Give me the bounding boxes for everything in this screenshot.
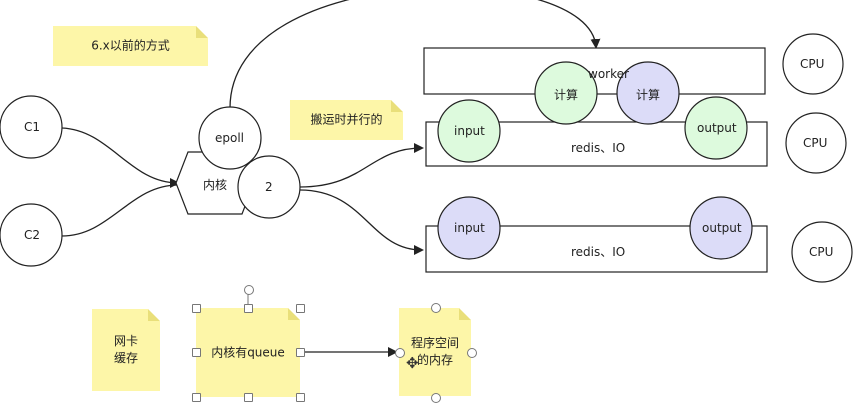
cpu-label-3: CPU [809, 245, 834, 259]
sticky-note-text: 6.x以前的方式 [91, 38, 170, 53]
two-node [237, 155, 301, 219]
resize-handle-bottom-mid[interactable] [244, 393, 253, 402]
connect-handle-top[interactable] [431, 303, 441, 313]
resize-handle-top-right[interactable] [296, 304, 305, 313]
connect-handle-right[interactable] [467, 348, 477, 358]
two-to-input1-edge [299, 143, 424, 188]
connect-handle-bottom[interactable] [431, 393, 441, 403]
sticky-note-text: 网卡 缓存 [92, 333, 160, 367]
note-fold-corner [391, 100, 403, 112]
resize-handle-mid-right[interactable] [296, 348, 305, 357]
sticky-note-nic-cache: 网卡 缓存 [92, 309, 160, 391]
sticky-note-parallel-transport: 搬运时并行的 [290, 100, 403, 140]
resize-handle-bottom-right[interactable] [296, 393, 305, 402]
sticky-note-program-space[interactable]: 程序空间 的内存 [399, 308, 471, 396]
compute-node-2 [616, 61, 680, 125]
input-label-1: input [454, 124, 485, 138]
cpu-node-2 [785, 112, 847, 174]
two-to-input2-edge [299, 189, 424, 255]
c1-to-kernel-edge [61, 127, 180, 188]
c1-label: C1 [24, 120, 41, 134]
resize-handle-mid-left[interactable] [192, 348, 201, 357]
epoll-label: epoll [215, 131, 245, 145]
cpu-label-2: CPU [803, 136, 828, 150]
redis-io-label-2: redis、IO [571, 245, 626, 259]
resize-handle-top-left[interactable] [192, 304, 201, 313]
input-node-1 [437, 99, 501, 163]
connect-handle-left[interactable] [395, 348, 405, 358]
sticky-note-text: 程序空间 的内存 [399, 335, 471, 369]
input-label-2: input [454, 221, 485, 235]
worker-label: worker [588, 67, 629, 81]
resize-handle-bottom-left[interactable] [192, 393, 201, 402]
c1-node [0, 95, 63, 159]
input-node-2 [437, 196, 501, 260]
compute-node-1 [534, 61, 598, 125]
move-cursor-icon: ✥ [406, 354, 419, 372]
output-node-2 [689, 196, 753, 260]
compute-label-1: 计算 [554, 88, 579, 102]
sticky-note-kernel-queue[interactable]: 内核有queue [196, 308, 300, 397]
two-label: 2 [265, 180, 273, 194]
cpu-node-3 [791, 221, 853, 283]
output-label-1: output [697, 121, 737, 135]
epoll-to-worker-edge [229, 0, 601, 109]
note-fold-corner [196, 26, 208, 38]
note-fold-corner [148, 309, 160, 321]
c2-label: C2 [24, 228, 41, 242]
output-label-2: output [702, 221, 742, 235]
kernel-label: 内核 [203, 178, 228, 192]
sticky-note-text: 搬运时并行的 [310, 112, 383, 127]
c2-node [0, 203, 63, 267]
nic-cache-line-2: 缓存 [113, 351, 138, 365]
program-space-line-2: 的内存 [416, 353, 453, 367]
cpu-label-1: CPU [800, 57, 825, 71]
epoll-node [198, 106, 262, 170]
program-space-line-1: 程序空间 [410, 336, 459, 350]
compute-label-2: 计算 [636, 88, 661, 102]
redis-io-label-1: redis、IO [571, 141, 626, 155]
c2-to-kernel-edge [61, 184, 179, 237]
rotate-handle[interactable] [244, 285, 254, 295]
resize-handle-top-mid[interactable] [244, 304, 253, 313]
note-fold-corner [459, 308, 471, 320]
cpu-node-1 [782, 33, 844, 95]
sticky-note-text: 内核有queue [211, 345, 285, 359]
nic-cache-line-1: 网卡 [113, 334, 138, 348]
output-node-1 [684, 96, 748, 160]
sticky-note-legacy-method: 6.x以前的方式 [53, 26, 208, 66]
